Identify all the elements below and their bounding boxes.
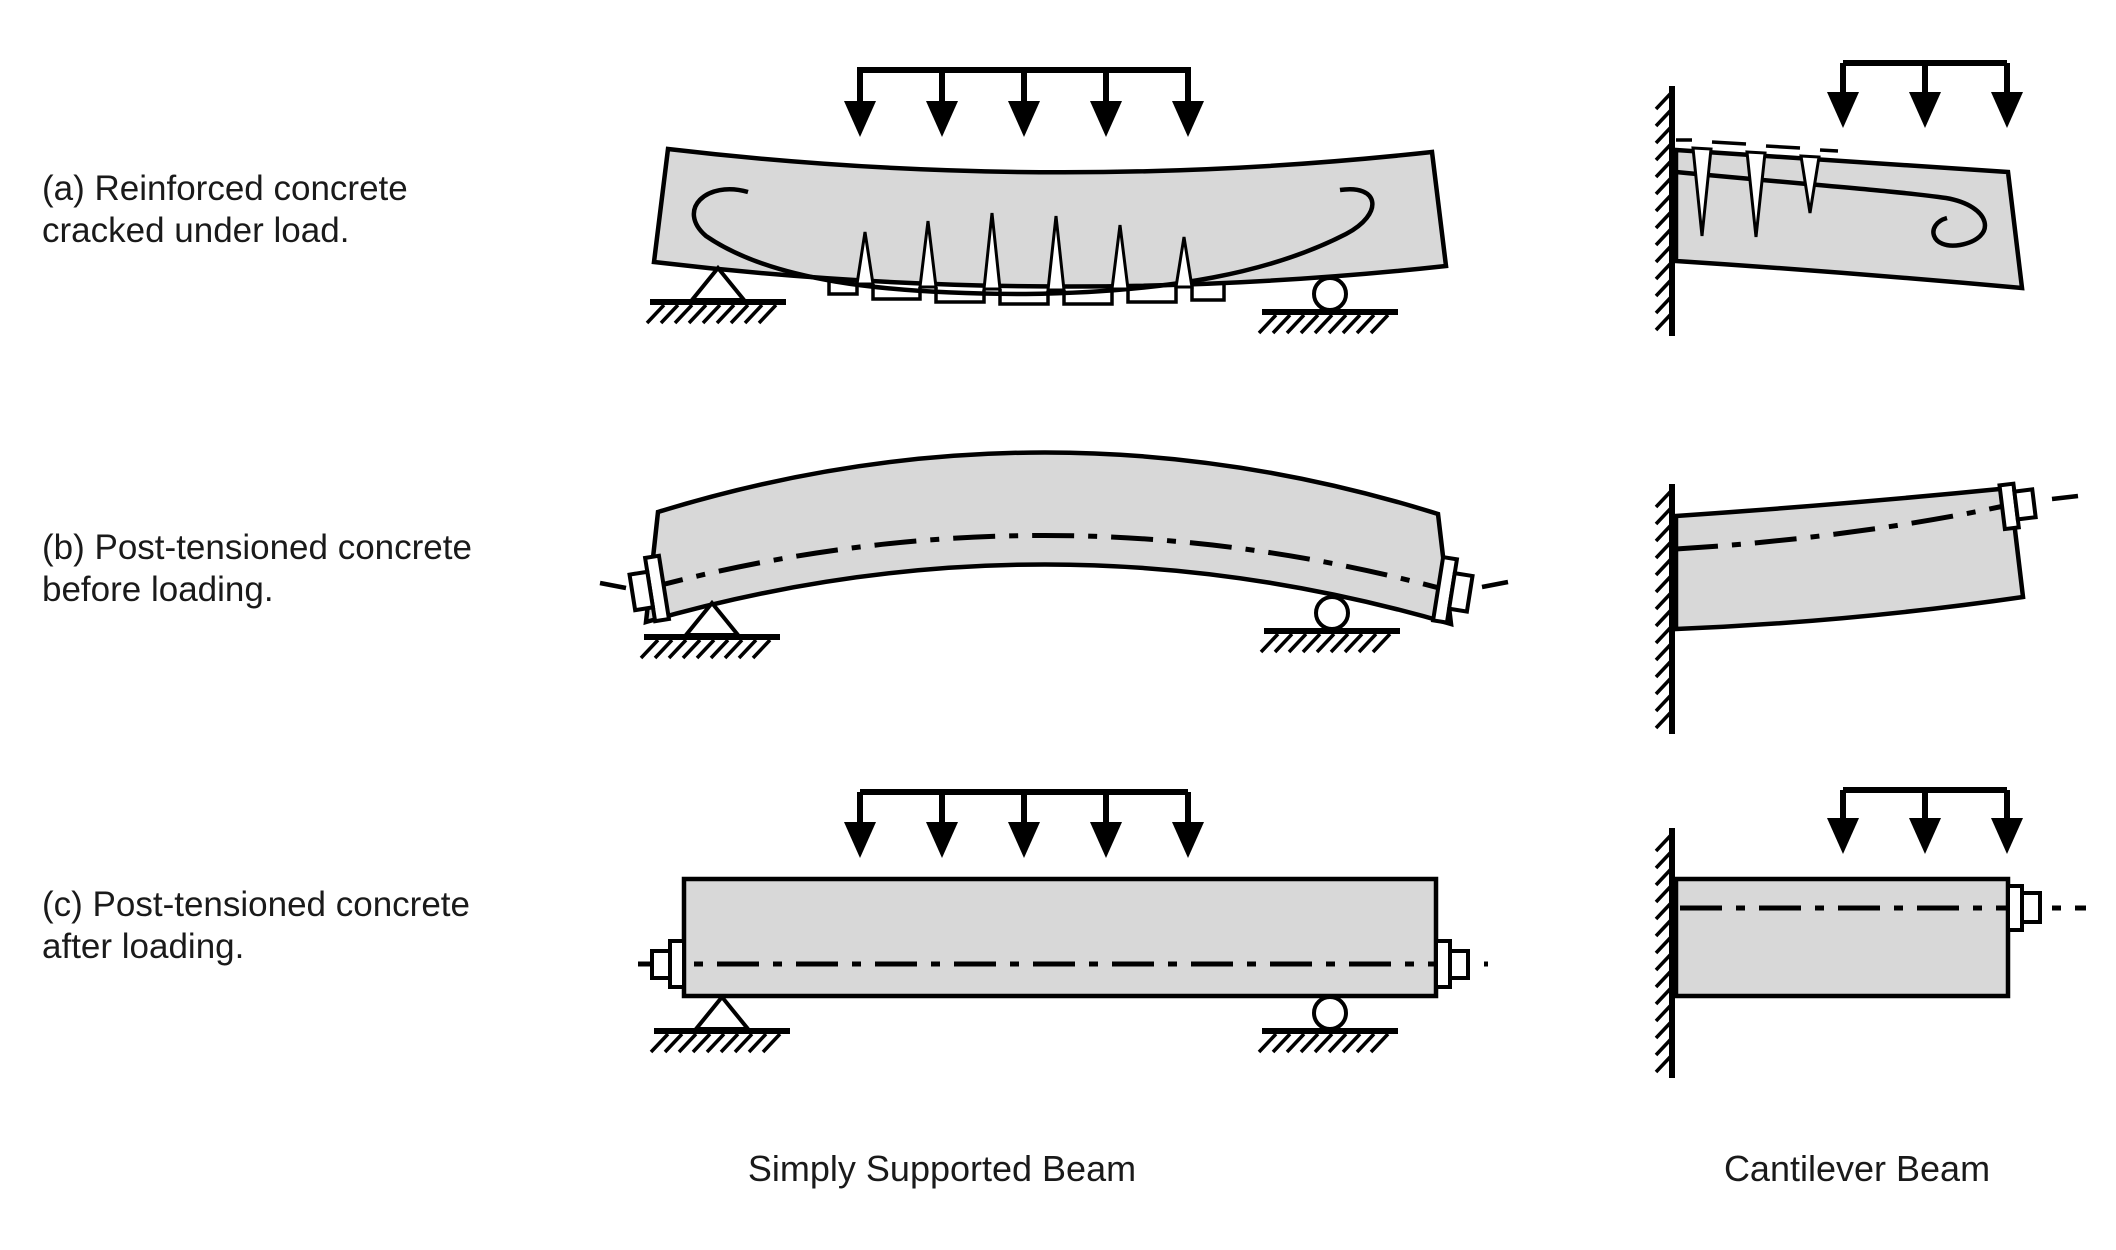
tendon-anchor-icon — [627, 553, 672, 624]
roller-support-icon — [1259, 997, 1398, 1052]
beam-body — [1673, 485, 2026, 632]
row-label-b: (b) Post-tensioned concrete before loadi… — [42, 528, 472, 609]
roller-support-icon — [1259, 278, 1398, 333]
tendon-anchor-icon — [1997, 481, 2038, 532]
distributed-load-arrows — [844, 789, 1204, 858]
beam-body — [643, 450, 1454, 628]
fixed-wall-icon — [1656, 484, 1672, 734]
tendon-dashdot-line — [1675, 503, 2005, 552]
row-label-a: (a) Reinforced concrete cracked under lo… — [42, 169, 408, 250]
distributed-load-arrows — [1827, 787, 2023, 854]
tendon-dashdot-line — [641, 533, 1455, 595]
row-label-c: (c) Post-tensioned concrete after loadin… — [42, 885, 470, 966]
diagram-a-cantilever — [1656, 60, 2025, 336]
diagram-a-simply-supported — [647, 67, 1449, 333]
tendon-anchor-icon — [1434, 939, 1470, 989]
tendon-anchor-icon — [650, 939, 686, 989]
caption-simply-supported-beam: Simply Supported Beam — [747, 1148, 1137, 1189]
tendon-anchor-icon — [1430, 554, 1475, 625]
tendon-anchor-icon — [2006, 884, 2042, 932]
beam-body — [651, 146, 1449, 289]
distributed-load-arrows — [1827, 60, 2023, 128]
tendon-axis-dash — [2051, 493, 2079, 502]
beam-body — [681, 876, 1439, 999]
caption-cantilever-beam: Cantilever Beam — [1723, 1148, 1991, 1189]
beam-body — [1673, 876, 2011, 999]
cracked-top-slivers — [1676, 138, 1839, 153]
beam-body — [1673, 147, 2025, 291]
diagram-b-simply-supported — [599, 450, 1509, 658]
diagram-c-simply-supported — [638, 789, 1488, 1052]
fixed-wall-icon — [1656, 86, 1672, 336]
diagram-c-cantilever — [1656, 787, 2086, 1078]
cracked-soffit-tabs — [827, 278, 1226, 306]
rebar-curve — [691, 186, 1375, 297]
fixed-wall-icon — [1656, 828, 1672, 1078]
diagram-b-cantilever — [1656, 481, 2079, 734]
tendon-axis-dash — [599, 579, 1509, 591]
pin-support-icon — [651, 997, 790, 1052]
distributed-load-arrows — [844, 67, 1204, 137]
rebar-curve — [1675, 169, 1988, 248]
crack-notches — [855, 212, 1194, 292]
pin-support-icon — [647, 268, 786, 323]
crack-notches — [1691, 146, 1821, 238]
